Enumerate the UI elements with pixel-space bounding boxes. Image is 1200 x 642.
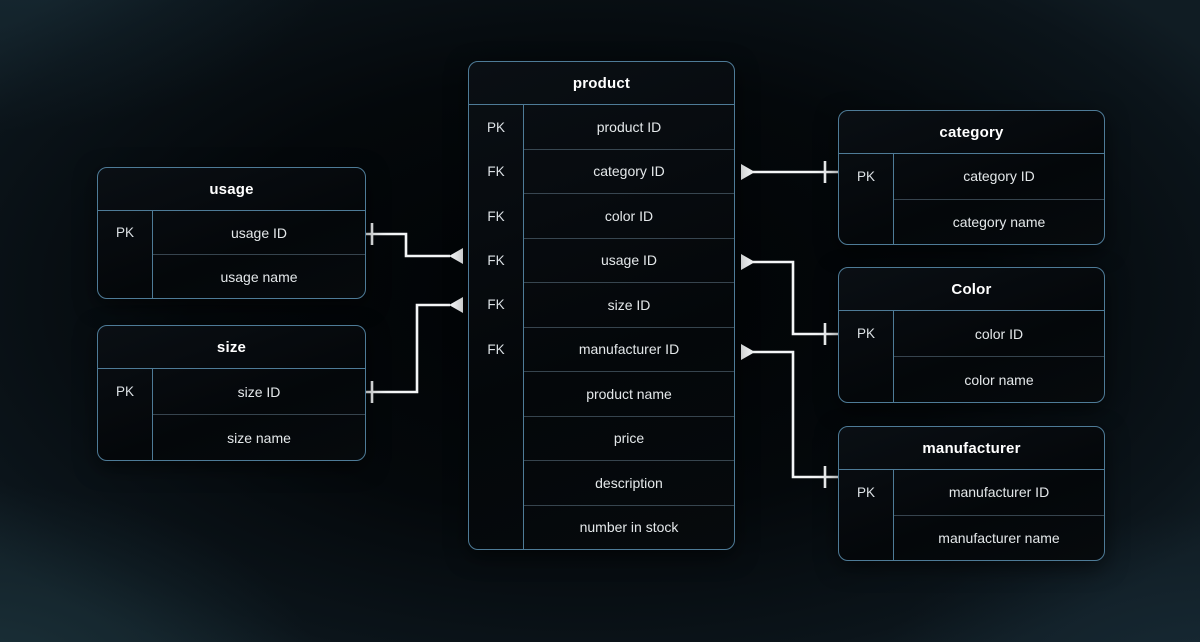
table-color-title: Color — [951, 280, 992, 298]
column-usage-name: usage name — [220, 268, 298, 285]
table-color-name-column: color ID color name — [894, 311, 1104, 402]
fk-badge: FK — [487, 252, 505, 268]
key-cell-empty — [839, 199, 893, 244]
table-manufacturer-name-column: manufacturer ID manufacturer name — [894, 470, 1104, 560]
column-color-name: color name — [964, 371, 1034, 388]
table-category[interactable]: category PK category ID category name — [838, 110, 1105, 245]
table-category-body: PK category ID category name — [839, 154, 1104, 244]
connector-product-color — [741, 254, 838, 345]
key-cell-empty — [469, 505, 523, 549]
fk-badge: FK — [487, 297, 505, 313]
key-cell-empty — [469, 416, 523, 460]
connector-line — [753, 260, 838, 336]
table-usage[interactable]: usage PK usage ID usage name — [97, 167, 366, 299]
arrowhead-icon — [449, 297, 463, 313]
table-size-title: size — [216, 338, 247, 356]
column-price: price — [524, 417, 734, 461]
table-usage-name-column: usage ID usage name — [153, 211, 365, 298]
column-color-id: color ID — [894, 311, 1104, 357]
pk-badge: PK — [856, 485, 875, 500]
arrowhead-icon — [741, 254, 755, 270]
table-manufacturer[interactable]: manufacturer PK manufacturer ID manufact… — [838, 426, 1105, 561]
table-manufacturer-title: manufacturer — [922, 439, 1021, 457]
connector-size-product — [364, 297, 463, 403]
table-category-key-column: PK — [839, 154, 894, 244]
table-usage-header: usage — [98, 168, 365, 211]
key-cell-empty — [839, 357, 893, 403]
fk-badge: FK — [487, 208, 505, 224]
key-cell-empty — [98, 415, 152, 461]
column-description: description — [524, 461, 734, 506]
column-product-id: product ID — [524, 105, 734, 150]
table-product-body: PK FK FK FK FK FK product ID category ID… — [469, 105, 734, 549]
connector-product-manufacturer — [741, 344, 838, 488]
column-product-name: product name — [524, 372, 734, 417]
table-size-name-column: size ID size name — [153, 369, 365, 460]
pk-badge: PK — [115, 384, 134, 400]
column-usage-id: usage ID — [153, 211, 365, 255]
fk-badge: FK — [487, 341, 505, 357]
pk-badge: PK — [486, 119, 505, 135]
connector-line — [753, 350, 838, 479]
table-size-key-column: PK — [98, 369, 153, 460]
table-product-key-column: PK FK FK FK FK FK — [469, 105, 524, 549]
key-cell-empty — [839, 515, 893, 560]
connector-product-category — [741, 161, 838, 183]
key-cell-empty — [98, 255, 152, 299]
table-product[interactable]: product PK FK FK FK FK FK product ID cat… — [468, 61, 735, 550]
column-category-id: category ID — [524, 150, 734, 194]
connector-usage-product — [364, 223, 463, 264]
column-usage-id: usage ID — [524, 239, 734, 283]
table-product-header: product — [469, 62, 734, 105]
pk-badge: PK — [115, 225, 134, 241]
column-category-name: category name — [952, 213, 1046, 230]
column-number-in-stock: number in stock — [579, 519, 679, 536]
connector-line — [364, 232, 450, 258]
arrowhead-icon — [449, 248, 463, 264]
table-product-title: product — [572, 74, 631, 92]
table-color[interactable]: Color PK color ID color name — [838, 267, 1105, 403]
key-cell-empty — [469, 371, 523, 415]
column-manufacturer-id: manufacturer ID — [524, 328, 734, 372]
table-size[interactable]: size PK size ID size name — [97, 325, 366, 461]
table-usage-title: usage — [209, 180, 254, 198]
arrowhead-icon — [741, 164, 755, 180]
column-size-id: size ID — [524, 283, 734, 328]
table-color-body: PK color ID color name — [839, 311, 1104, 402]
table-category-title: category — [939, 123, 1004, 141]
table-usage-key-column: PK — [98, 211, 153, 298]
table-color-key-column: PK — [839, 311, 894, 402]
column-color-id: color ID — [524, 194, 734, 239]
connector-line — [364, 303, 450, 394]
table-size-header: size — [98, 326, 365, 369]
table-manufacturer-header: manufacturer — [839, 427, 1104, 470]
table-category-header: category — [839, 111, 1104, 154]
column-category-id: category ID — [894, 154, 1104, 200]
arrowhead-icon — [741, 344, 755, 360]
key-cell-empty — [469, 460, 523, 504]
column-size-id: size ID — [153, 369, 365, 415]
fk-badge: FK — [487, 164, 505, 180]
table-usage-body: PK usage ID usage name — [98, 211, 365, 298]
column-size-name: size name — [227, 429, 291, 446]
table-manufacturer-key-column: PK — [839, 470, 894, 560]
table-product-name-column: product ID category ID color ID usage ID… — [524, 105, 734, 549]
pk-badge: PK — [856, 326, 875, 342]
column-manufacturer-id: manufacturer ID — [894, 470, 1104, 516]
table-color-header: Color — [839, 268, 1104, 311]
table-size-body: PK size ID size name — [98, 369, 365, 460]
pk-badge: PK — [856, 169, 875, 184]
table-manufacturer-body: PK manufacturer ID manufacturer name — [839, 470, 1104, 560]
table-category-name-column: category ID category name — [894, 154, 1104, 244]
column-manufacturer-name: manufacturer name — [938, 529, 1060, 546]
